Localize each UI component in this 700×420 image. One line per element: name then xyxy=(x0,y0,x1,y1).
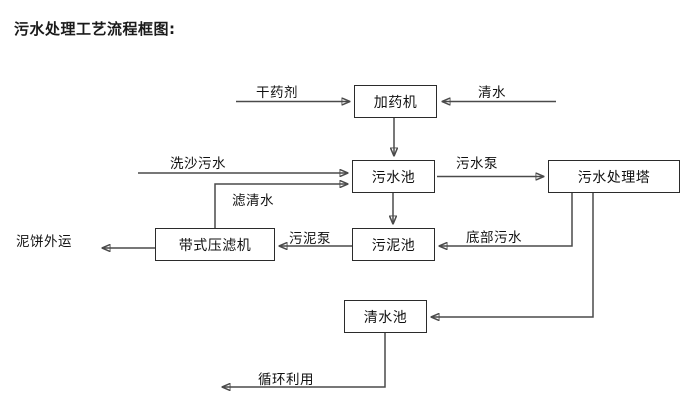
node-treatment-tower[interactable]: 污水处理塔 xyxy=(548,160,680,193)
node-label: 清水池 xyxy=(363,309,408,326)
node-belt-filter-press[interactable]: 带式压滤机 xyxy=(155,228,275,261)
node-label: 污泥池 xyxy=(371,237,416,254)
edge-label-dry-agent: 干药剂 xyxy=(256,85,298,101)
edge-label-sludge-pump: 污泥泵 xyxy=(289,231,331,247)
edge-label-sewage-pump: 污水泵 xyxy=(456,156,498,172)
node-label: 带式压滤机 xyxy=(178,237,252,254)
node-label: 污水池 xyxy=(371,169,416,186)
terminal-label-mud-cake-export: 泥饼外运 xyxy=(16,234,72,250)
edge-label-clean-water: 清水 xyxy=(478,85,506,101)
edge-label-recycling: 循环利用 xyxy=(258,372,314,388)
node-dosing-machine[interactable]: 加药机 xyxy=(354,85,437,118)
node-sewage-pond[interactable]: 污水池 xyxy=(352,160,435,193)
edge-label-bottom-sewage: 底部污水 xyxy=(466,230,522,246)
node-label: 加药机 xyxy=(373,94,418,111)
edge-label-filtered-water: 滤清水 xyxy=(232,193,274,209)
node-clear-water-pond[interactable]: 清水池 xyxy=(344,300,427,333)
node-sludge-pond[interactable]: 污泥池 xyxy=(352,228,435,261)
page-title: 污水处理工艺流程框图: xyxy=(14,20,176,38)
node-label: 污水处理塔 xyxy=(577,169,651,186)
edge-label-sand-washing-sewage: 洗沙污水 xyxy=(170,156,226,172)
edge-tower-to-clear-pond xyxy=(431,193,594,317)
